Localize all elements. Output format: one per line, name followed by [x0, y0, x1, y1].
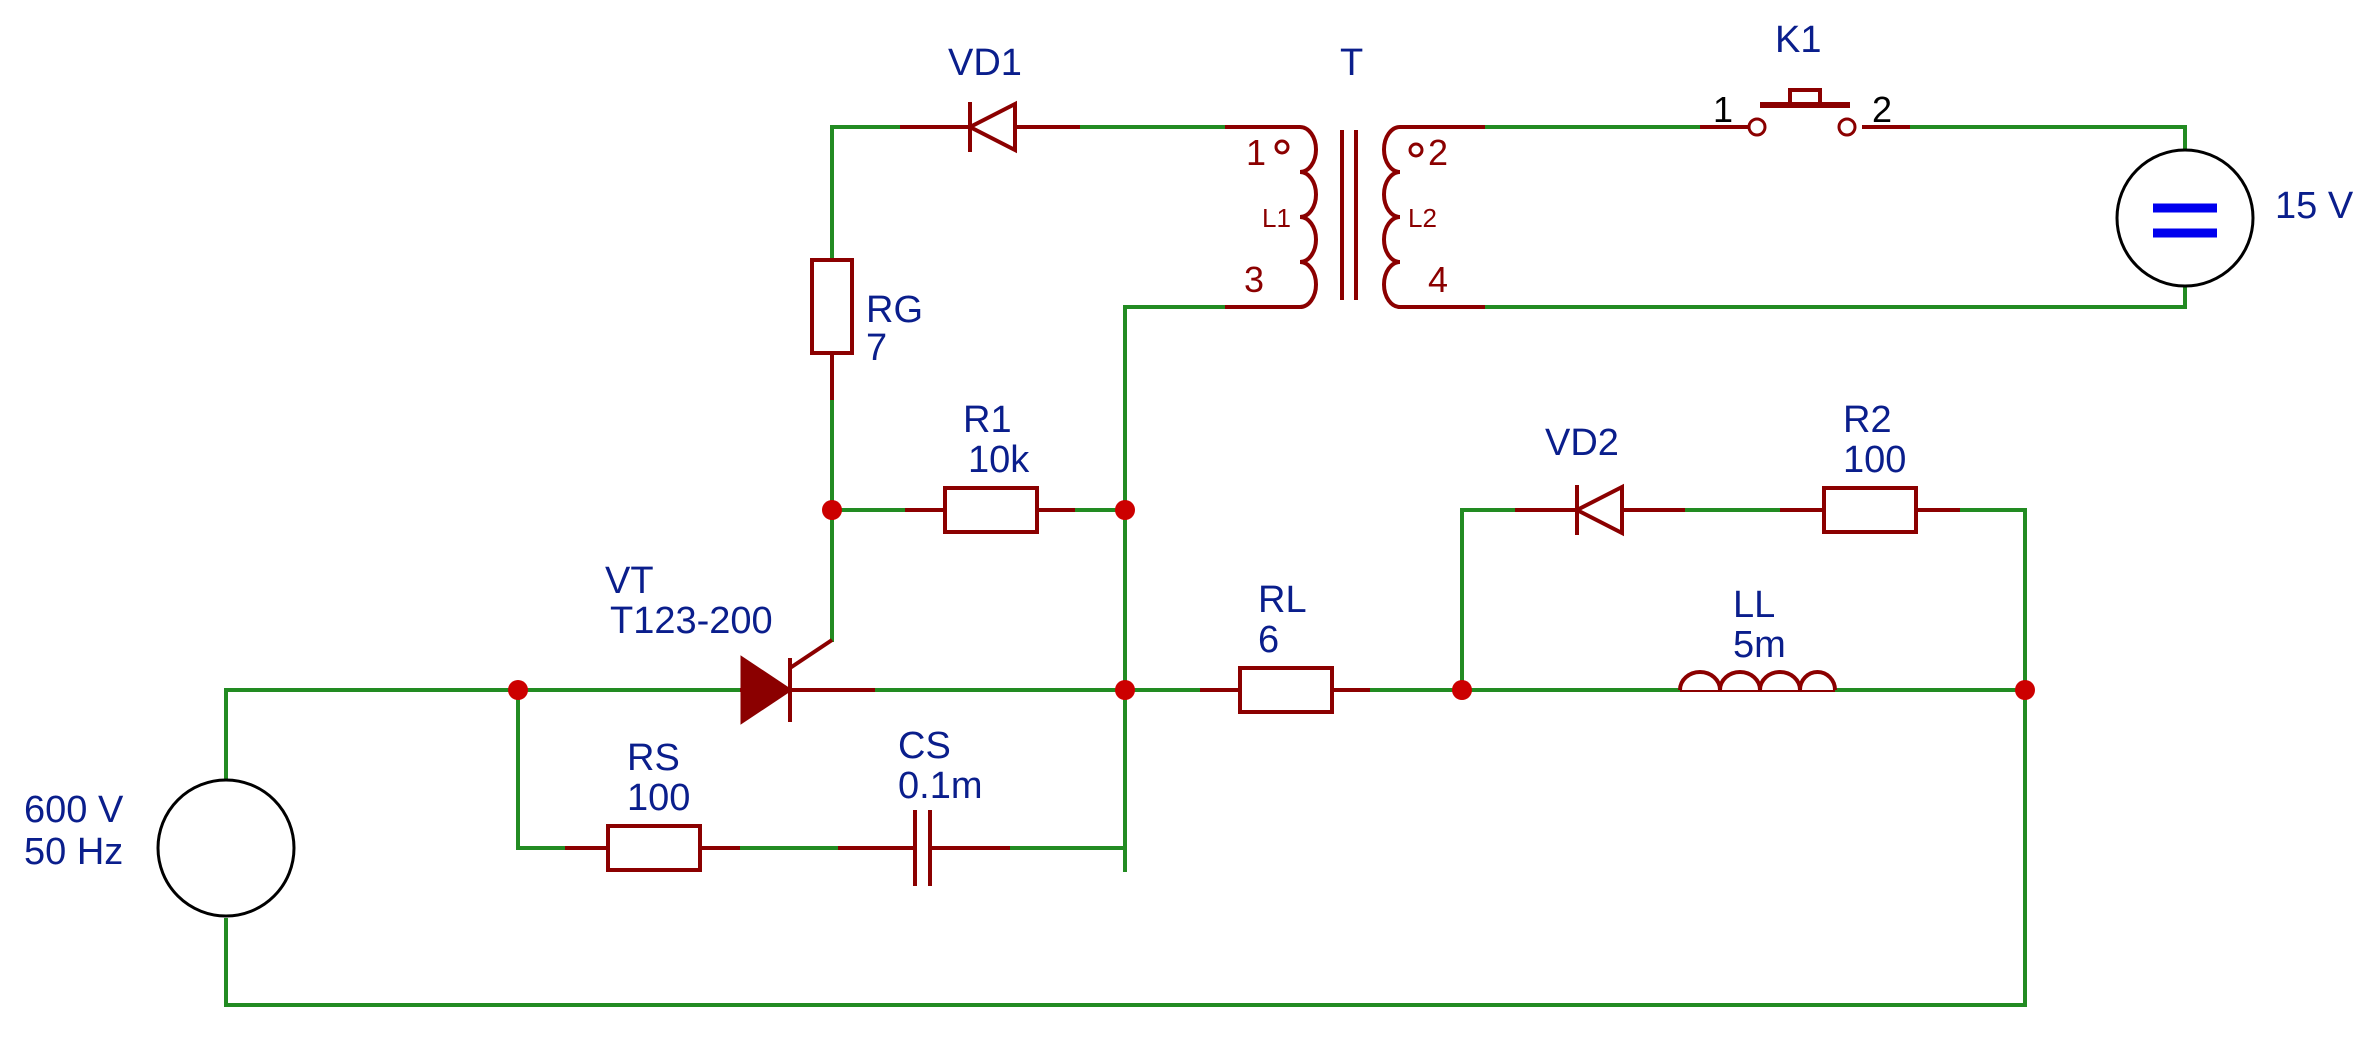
thyristor-vt	[740, 638, 875, 725]
r2-value: 100	[1843, 439, 1906, 481]
ll-name: LL	[1733, 584, 1775, 626]
transformer-pin-2: 2	[1428, 132, 1448, 173]
resistor-r2	[1780, 486, 1960, 534]
vd2-name: VD2	[1545, 422, 1619, 464]
r1-value: 10k	[968, 439, 1030, 481]
resistor-r1	[905, 486, 1075, 534]
k1-pin-1: 1	[1713, 89, 1733, 130]
transformer-secondary-label: L2	[1408, 203, 1437, 233]
transformer-primary-label: L1	[1262, 203, 1291, 233]
resistor-rs	[565, 824, 740, 872]
ac-source-frequency: 50 Hz	[24, 831, 123, 873]
inductor-ll	[1678, 670, 1837, 692]
cs-name: CS	[898, 725, 951, 767]
rl-value: 6	[1258, 619, 1279, 661]
r2-name: R2	[1843, 399, 1892, 441]
ll-value: 5m	[1733, 624, 1786, 666]
rs-value: 100	[627, 777, 690, 819]
rg-name: RG	[866, 289, 923, 331]
dc-voltage-source	[2115, 148, 2255, 288]
junction-dot	[2015, 680, 2035, 700]
ac-source-voltage: 600 V	[24, 789, 124, 831]
ac-voltage-source	[156, 778, 296, 918]
vt-model: T123-200	[610, 600, 773, 642]
junction-dot	[1115, 500, 1135, 520]
dc-source-voltage: 15 V	[2275, 185, 2354, 227]
transformer-t	[1225, 125, 1485, 309]
junction-dot	[822, 500, 842, 520]
junction-dot	[508, 680, 528, 700]
rl-name: RL	[1258, 579, 1307, 621]
r1-name: R1	[963, 399, 1012, 441]
transformer-name: T	[1340, 42, 1363, 84]
vd1-name: VD1	[948, 42, 1022, 84]
cs-value: 0.1m	[898, 765, 982, 807]
k1-name: K1	[1775, 19, 1821, 61]
junction-dots	[508, 500, 2035, 700]
junction-dot	[1452, 680, 1472, 700]
transformer-pin-4: 4	[1428, 259, 1448, 300]
resistor-rl	[1200, 666, 1370, 714]
diode-vd2	[1515, 483, 1685, 537]
vt-name: VT	[605, 560, 654, 602]
transformer-pin-1: 1	[1246, 132, 1266, 173]
transformer-pin-3: 3	[1244, 259, 1264, 300]
k1-pin-2: 2	[1872, 89, 1892, 130]
junction-dot	[1115, 680, 1135, 700]
rs-name: RS	[627, 737, 680, 779]
capacitor-cs	[838, 810, 1010, 886]
resistor-rg	[810, 258, 854, 400]
rg-value: 7	[866, 327, 887, 369]
wires	[224, 125, 2187, 1007]
switch-k1	[1700, 88, 1910, 137]
diode-vd1	[900, 100, 1080, 154]
